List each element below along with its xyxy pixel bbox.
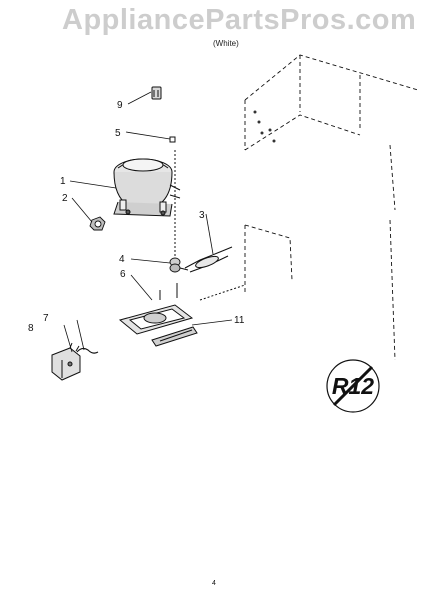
callout-11: 11 — [234, 315, 245, 326]
callout-7: 9 — [117, 100, 123, 111]
grommet-bolt — [89, 216, 106, 231]
callout-2: 2 — [62, 193, 68, 204]
relay — [51, 342, 81, 381]
badge-label: R12 — [332, 373, 374, 399]
callout-4: 4 — [119, 254, 125, 265]
drain-pan — [118, 150, 246, 335]
r12-refrigerant-badge: R12 — [326, 359, 380, 413]
cabinet-outline — [244, 54, 419, 361]
callout-9: 7 — [43, 313, 49, 324]
grommet — [169, 257, 181, 273]
leader-lines — [63, 91, 233, 353]
page-number: 4 — [212, 580, 216, 587]
cabinet-holes — [253, 110, 276, 143]
watermark-text: AppliancePartsPros.com — [62, 4, 417, 36]
callout-6: 6 — [120, 269, 126, 280]
clip — [169, 136, 176, 143]
callout-3: 3 — [199, 210, 205, 221]
callout-1: 1 — [60, 176, 66, 187]
compressor — [113, 158, 181, 217]
connector — [151, 86, 162, 100]
callout-5: 5 — [115, 128, 121, 139]
drain-strip — [151, 326, 198, 347]
callout-8: 8 — [28, 323, 34, 334]
color-variant-line: (White) — [213, 39, 239, 48]
overload-harness — [179, 246, 233, 273]
wire-clip — [76, 347, 99, 354]
